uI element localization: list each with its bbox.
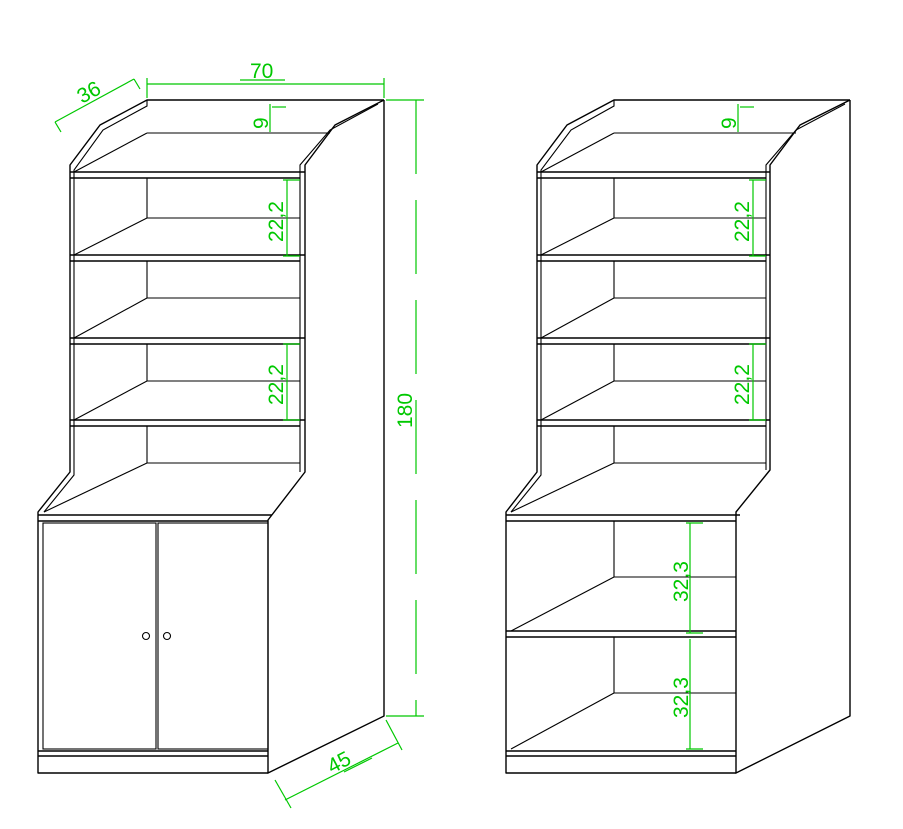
right-shelves [506, 171, 770, 757]
dim-22-2-a-text: 22,2 [731, 201, 754, 242]
right-top-diag [540, 132, 615, 173]
dim-45-line [284, 742, 399, 801]
dim-36-text: 36 [73, 77, 105, 108]
left-side-panel [267, 99, 385, 774]
dim-9-text: 9 [718, 117, 741, 129]
dim-70-text: 70 [250, 60, 273, 83]
right-dimensions: 9 22,2 22,2 32,3 32,3 [670, 104, 766, 750]
dim-180-text: 180 [394, 393, 417, 428]
left-door-left [42, 522, 157, 750]
right-front-inner-edge [510, 100, 615, 513]
right-side-inner-edge [765, 103, 846, 470]
right-cabinet: 9 22,2 22,2 32,3 32,3 [505, 99, 851, 774]
dim-32-3-a-text: 32,3 [670, 561, 693, 602]
dim-45-text: 45 [324, 747, 355, 778]
left-doors [38, 522, 269, 757]
door-knob-left [141, 631, 151, 641]
left-door-right [157, 522, 269, 750]
left-side-inner-edge [299, 103, 379, 472]
left-cabinet: 36 70 9 22,2 22,2 180 [37, 60, 424, 809]
left-front-inner-edge [43, 100, 148, 513]
dim-22-2-b-text: 22,2 [731, 364, 754, 405]
dim-9-text: 9 [250, 117, 273, 129]
left-front-outline [37, 99, 384, 774]
dim-32-3-b-text: 32,3 [670, 677, 693, 718]
left-shelves [38, 171, 305, 522]
left-top-diag [73, 132, 148, 173]
dim-36-line [54, 78, 135, 123]
dim-22-2-b-text: 22,2 [265, 364, 288, 405]
dim-22-2-a-text: 22,2 [265, 201, 288, 242]
right-front-outline [505, 99, 850, 774]
door-knob-right [162, 631, 172, 641]
